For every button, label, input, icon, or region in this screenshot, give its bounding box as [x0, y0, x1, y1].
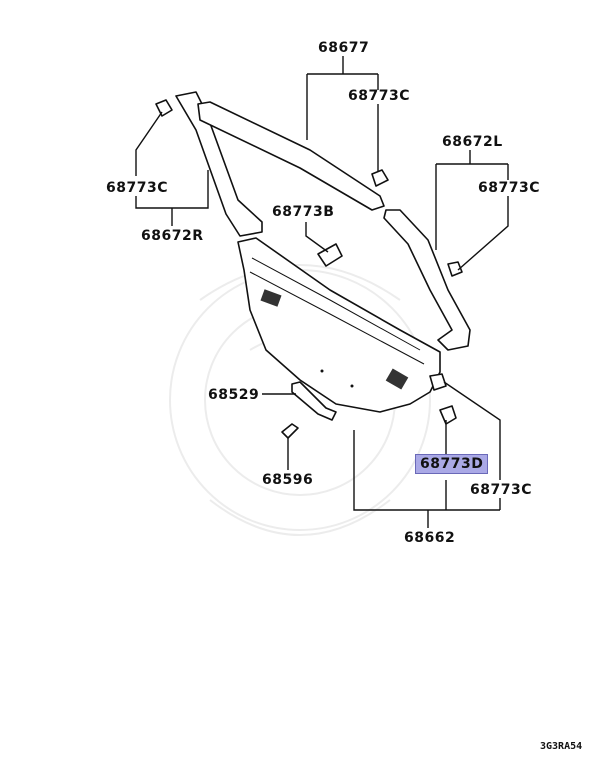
clip-top-left — [155, 99, 173, 117]
pull-handle — [291, 381, 337, 421]
figure-code: 3G3RA54 — [540, 741, 583, 752]
clip-top — [371, 169, 389, 187]
screw — [281, 423, 299, 439]
label-68672l: 68672L — [442, 134, 503, 150]
label-68773c-top: 68773C — [348, 88, 410, 104]
clip-68773b — [317, 243, 343, 267]
push-clip-68773d — [439, 405, 457, 425]
label-68773d-highlighted[interactable]: 68773D — [415, 454, 489, 474]
label-68773c-left: 68773C — [106, 180, 168, 196]
top-trim-bar — [197, 101, 385, 211]
clip-panel-right — [429, 373, 447, 391]
leader-lines — [135, 56, 509, 528]
label-68672r: 68672R — [141, 228, 204, 244]
label-68596: 68596 — [262, 472, 314, 488]
right-side-trim — [383, 209, 471, 351]
label-68662: 68662 — [404, 530, 456, 546]
label-68773c-bottom: 68773C — [470, 482, 532, 498]
label-68773c-right: 68773C — [478, 180, 540, 196]
label-68773b: 68773B — [272, 204, 335, 220]
left-grille — [260, 289, 282, 307]
label-68677: 68677 — [318, 40, 370, 56]
left-upper-trim — [175, 91, 263, 237]
main-door-trim-panel — [237, 237, 441, 413]
clip-right — [447, 261, 463, 277]
right-grille — [385, 368, 409, 390]
label-68529: 68529 — [208, 387, 260, 403]
